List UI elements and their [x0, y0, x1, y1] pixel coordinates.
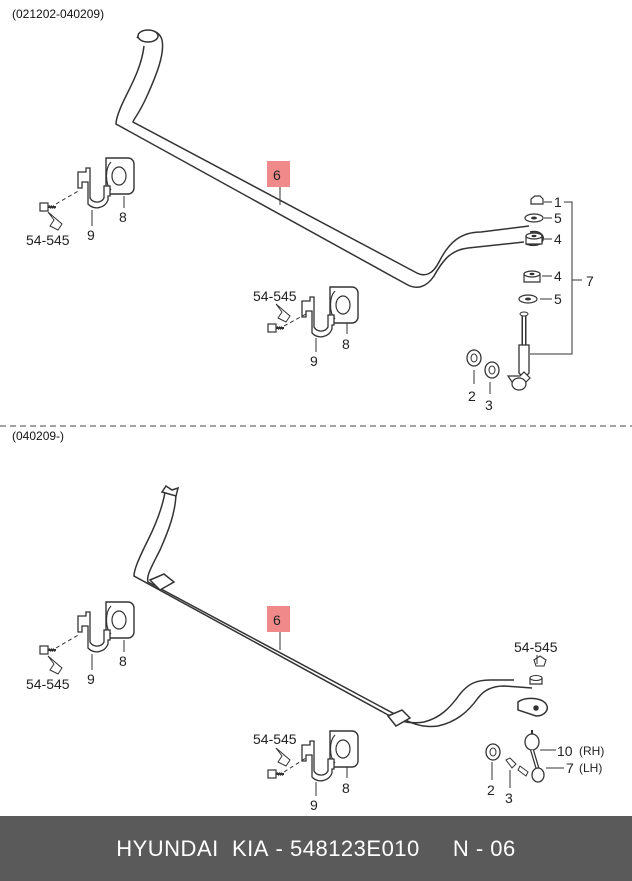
callout-link-bush-lower: 4	[554, 268, 562, 284]
nut-icon-mid-upper	[275, 303, 291, 323]
callout-bracket-left-lower: 9	[87, 671, 95, 687]
stabilizer-bar-upper	[115, 29, 544, 289]
callout-stabilizer-bar-lower: 6	[273, 612, 281, 628]
callout-link-cup-lower: 5	[554, 291, 562, 307]
dash-mid-lower	[283, 757, 307, 773]
callout-bolt-mid-lower: 54-545	[253, 731, 297, 747]
bolt-left-lower	[39, 645, 57, 655]
callout-link-lh-side: (LH)	[579, 761, 602, 775]
callout-bolt-mid-upper: 54-545	[253, 288, 297, 304]
callout-link-nut: 1	[554, 194, 562, 210]
section1-range-label: (021202-040209)	[12, 7, 104, 21]
callout-link-rh-side: (RH)	[579, 744, 604, 758]
bolt-left-upper	[39, 202, 57, 212]
footer-separator: -	[268, 835, 290, 861]
bracket-mid-lower	[301, 740, 335, 782]
footer-page: N - 06	[452, 835, 516, 861]
stabilizer-bar-lower	[133, 484, 548, 728]
callout-bushing-mid-upper: 8	[342, 336, 350, 352]
callout-stabilizer-bar-upper: 6	[273, 167, 281, 183]
nut-icon-left-upper	[47, 211, 63, 231]
bolt-mid-lower	[267, 769, 285, 779]
callout-bracket-mid-upper: 9	[310, 353, 318, 369]
callout-bushing-end-upper: 3	[485, 397, 493, 413]
link-parts-lower	[485, 655, 547, 783]
callout-bolt-left-upper: 54-545	[26, 232, 70, 248]
callout-link-bush-upper: 4	[554, 231, 562, 247]
link-callout-lines-upper	[473, 201, 582, 394]
nut-icon-left-lower	[47, 655, 63, 675]
nut-icon-mid-lower	[275, 747, 291, 767]
callout-bushing-left-upper: 8	[119, 209, 127, 225]
nut-icon-link-lower-top	[533, 655, 547, 667]
callout-box-6-upper	[267, 161, 290, 187]
footer-brand: HYUNDAI KIA	[116, 835, 269, 861]
dash-left-upper	[55, 189, 81, 205]
footer-bar: HYUNDAI KIA - 548123E010 N - 06	[0, 816, 632, 881]
callout-bushing-mid-lower: 8	[342, 780, 350, 796]
parts-diagram: (021202-040209) 6 8 9 54-545 8 9 54-545	[0, 7, 632, 813]
link-callout-lines-lower	[491, 655, 564, 788]
bracket-left-lower	[77, 611, 111, 653]
link-stack-upper	[466, 195, 544, 391]
footer-part-number: 548123E010	[289, 835, 420, 861]
callout-washer-lower: 2	[487, 782, 495, 798]
callout-link-rh: 10	[557, 743, 573, 759]
section2-range-label: (040209-)	[12, 429, 64, 443]
bracket-left-upper	[77, 167, 111, 209]
callout-link-assembly: 7	[586, 273, 594, 289]
callout-link-cup-upper: 5	[554, 210, 562, 226]
callout-washer-upper: 2	[468, 388, 476, 404]
callout-bushing-left-lower: 8	[119, 653, 127, 669]
callout-nut-lower: 3	[505, 790, 513, 806]
callout-bolt-left-lower: 54-545	[26, 676, 70, 692]
dash-left-lower	[55, 633, 81, 649]
callout-nut-link-lower: 54-545	[514, 639, 558, 655]
callout-link-lh: 7	[566, 760, 574, 776]
callout-bracket-mid-lower: 9	[310, 797, 318, 813]
bolt-mid-upper	[267, 323, 285, 333]
nut-icon-link	[530, 195, 544, 205]
callout-box-6-lower	[267, 606, 290, 632]
bracket-mid-upper	[301, 296, 335, 338]
callout-bracket-left-upper: 9	[87, 227, 95, 243]
footer-gap	[420, 836, 453, 862]
